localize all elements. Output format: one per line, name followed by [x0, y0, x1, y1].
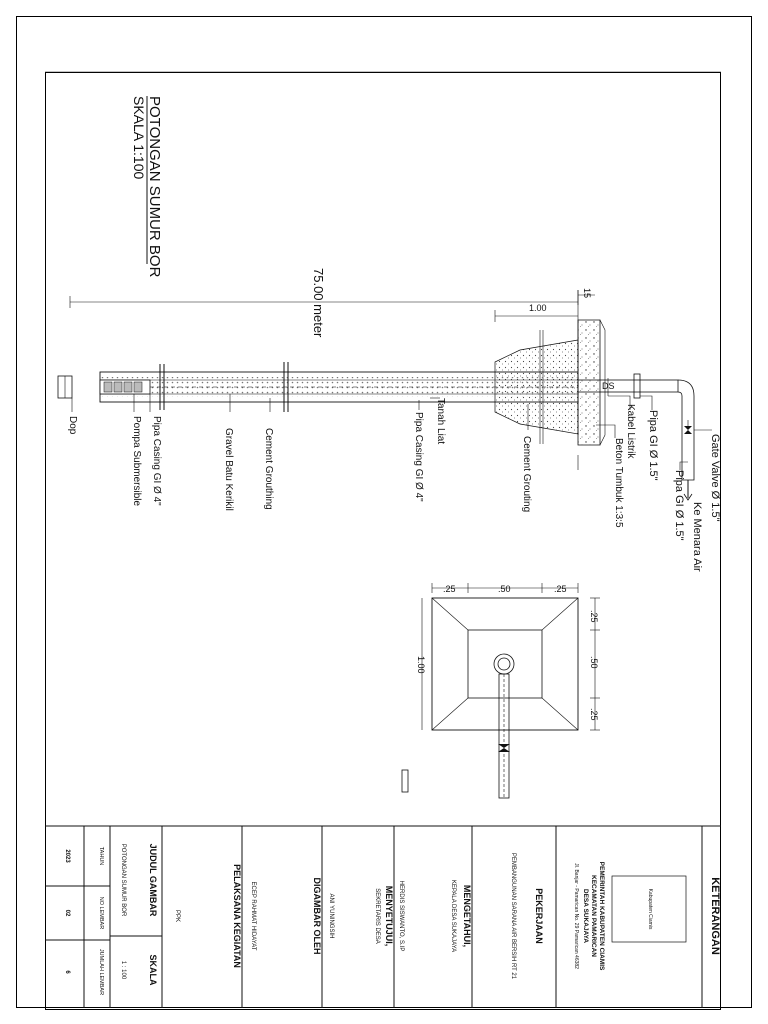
- tahun-value: 2023: [64, 849, 70, 863]
- jumlah-lembar-label: JUMLAH LEMBAR: [98, 949, 104, 995]
- label-cement-grouting: Cement Grouting: [521, 436, 532, 512]
- plan-dim-b: .50: [498, 584, 511, 594]
- pemerintah-text: PEMERINTAH KABUPATEN CIAMIS: [598, 862, 605, 971]
- label-pipa-casing-4-b: Pipa Casing GI Ø 4": [151, 416, 162, 506]
- herdis-text: HERDIS SISWANTO, S.IP: [398, 881, 404, 952]
- dim-100-text: 1.00: [529, 303, 547, 313]
- slab-edge: [599, 319, 606, 446]
- skala-label: SKALA: [148, 955, 158, 986]
- drawing-scale: SKALA 1:100: [131, 96, 147, 180]
- label-pipa-gi-15-a: Pipa GI Ø 1.5": [647, 410, 659, 481]
- label-gravel: Gravel Batu Kerikil: [223, 428, 234, 511]
- casing-flanges: [159, 362, 289, 412]
- judul-value: POTONGAN SUMUR BOR: [120, 844, 126, 917]
- jumlah-lembar-value: 6: [64, 970, 70, 974]
- no-lembar-value: 02: [64, 910, 70, 917]
- plan-dim-a: .25: [443, 584, 456, 594]
- label-pipa-gi-15-b: Pipa GI Ø 1.5": [673, 470, 685, 541]
- label-dop: Dop: [67, 416, 78, 435]
- desa-text: DESA SUKAJAYA: [582, 889, 589, 943]
- ecep-text: ECEP RAHMAT HIDAYAT: [250, 881, 256, 950]
- pekerjaan-value: PEMBANGUNAN SARANA AIR BERSIH RT 21: [510, 853, 516, 980]
- plan-view: [401, 597, 579, 799]
- plan-dim-e: .50: [589, 656, 599, 669]
- keterangan-label: KETERANGAN: [709, 877, 721, 955]
- digambar-oleh-label: DIGAMBAR OLEH: [312, 878, 322, 955]
- kepala-desa-text: KEPALA DESA SUKAJAYA: [450, 880, 456, 952]
- ppk-text: PPK: [174, 910, 180, 922]
- ani-text: ANI YUNINGSIH: [328, 894, 334, 939]
- plan-dim-c: .25: [554, 584, 567, 594]
- logo-placeholder: Kabupaten Ciamis: [647, 889, 653, 930]
- concrete-slab: [577, 319, 601, 446]
- alamat-text: Jl. Banjar - Pamarican No. 29 Pamarican …: [573, 863, 579, 969]
- dim-ds-mark: DS: [602, 381, 615, 391]
- drawing-title-group: POTONGAN SUMUR BOR SKALA 1:100: [131, 96, 163, 278]
- label-cement-grouthing: Cement Grouthing: [263, 428, 274, 510]
- plan-dim-d: .25: [589, 610, 599, 623]
- kecamatan-text: KECAMATAN PAMARICAN: [590, 875, 597, 957]
- label-pompa: Pompa Submersible: [131, 416, 142, 506]
- tahun-label: TAHUN: [98, 847, 104, 866]
- drawing-title: POTONGAN SUMUR BOR: [146, 96, 163, 278]
- no-lembar-label: NO LEMBAR: [98, 897, 104, 929]
- dim-15-text: 15: [582, 288, 592, 298]
- label-beton-tumbuk: Beton Tumbuk 1:3:5: [613, 438, 624, 528]
- outer-border: [16, 16, 752, 1008]
- pipe-clamp: [633, 373, 641, 399]
- pelaksana-label: PELAKSANA KEGIATAN: [232, 864, 242, 968]
- label-ke-menara-air: Ke Menara Air: [691, 502, 703, 572]
- riser-pipe-top: [577, 379, 679, 393]
- skala-value: 1 : 100: [120, 961, 126, 980]
- drawing-frame: [45, 72, 721, 1010]
- gate-valve-icon: [684, 426, 692, 434]
- judul-gambar-label: JUDUL GAMBAR: [148, 844, 158, 917]
- mengetahui-label: MENGETAHUI,: [462, 885, 472, 947]
- plan-dim-f: .25: [589, 708, 599, 721]
- pump-segments: [103, 381, 143, 393]
- arrow-head-icon: [683, 493, 693, 501]
- leader-lines: [71, 394, 712, 470]
- pekerjaan-label: PEKERJAAN: [534, 888, 544, 944]
- label-pipa-casing-4-a: Pipa Casing GI Ø 4": [413, 412, 424, 502]
- label-kabel-listrik: Kabel Listrik: [625, 404, 636, 459]
- menyetujui-label: MENYETUJUI,: [384, 886, 394, 947]
- elbow-pipe: [677, 379, 695, 481]
- label-gate-valve: Gate Valve Ø 1.5": [709, 434, 721, 522]
- title-block: [45, 825, 721, 1008]
- sekretaris-text: SEKRETARIS DESA: [374, 888, 380, 944]
- plan-dim-g: 1.00: [416, 656, 426, 674]
- depth-label: 75.00 meter: [311, 268, 326, 338]
- label-tanah-liat: Tanah Liat: [435, 398, 446, 444]
